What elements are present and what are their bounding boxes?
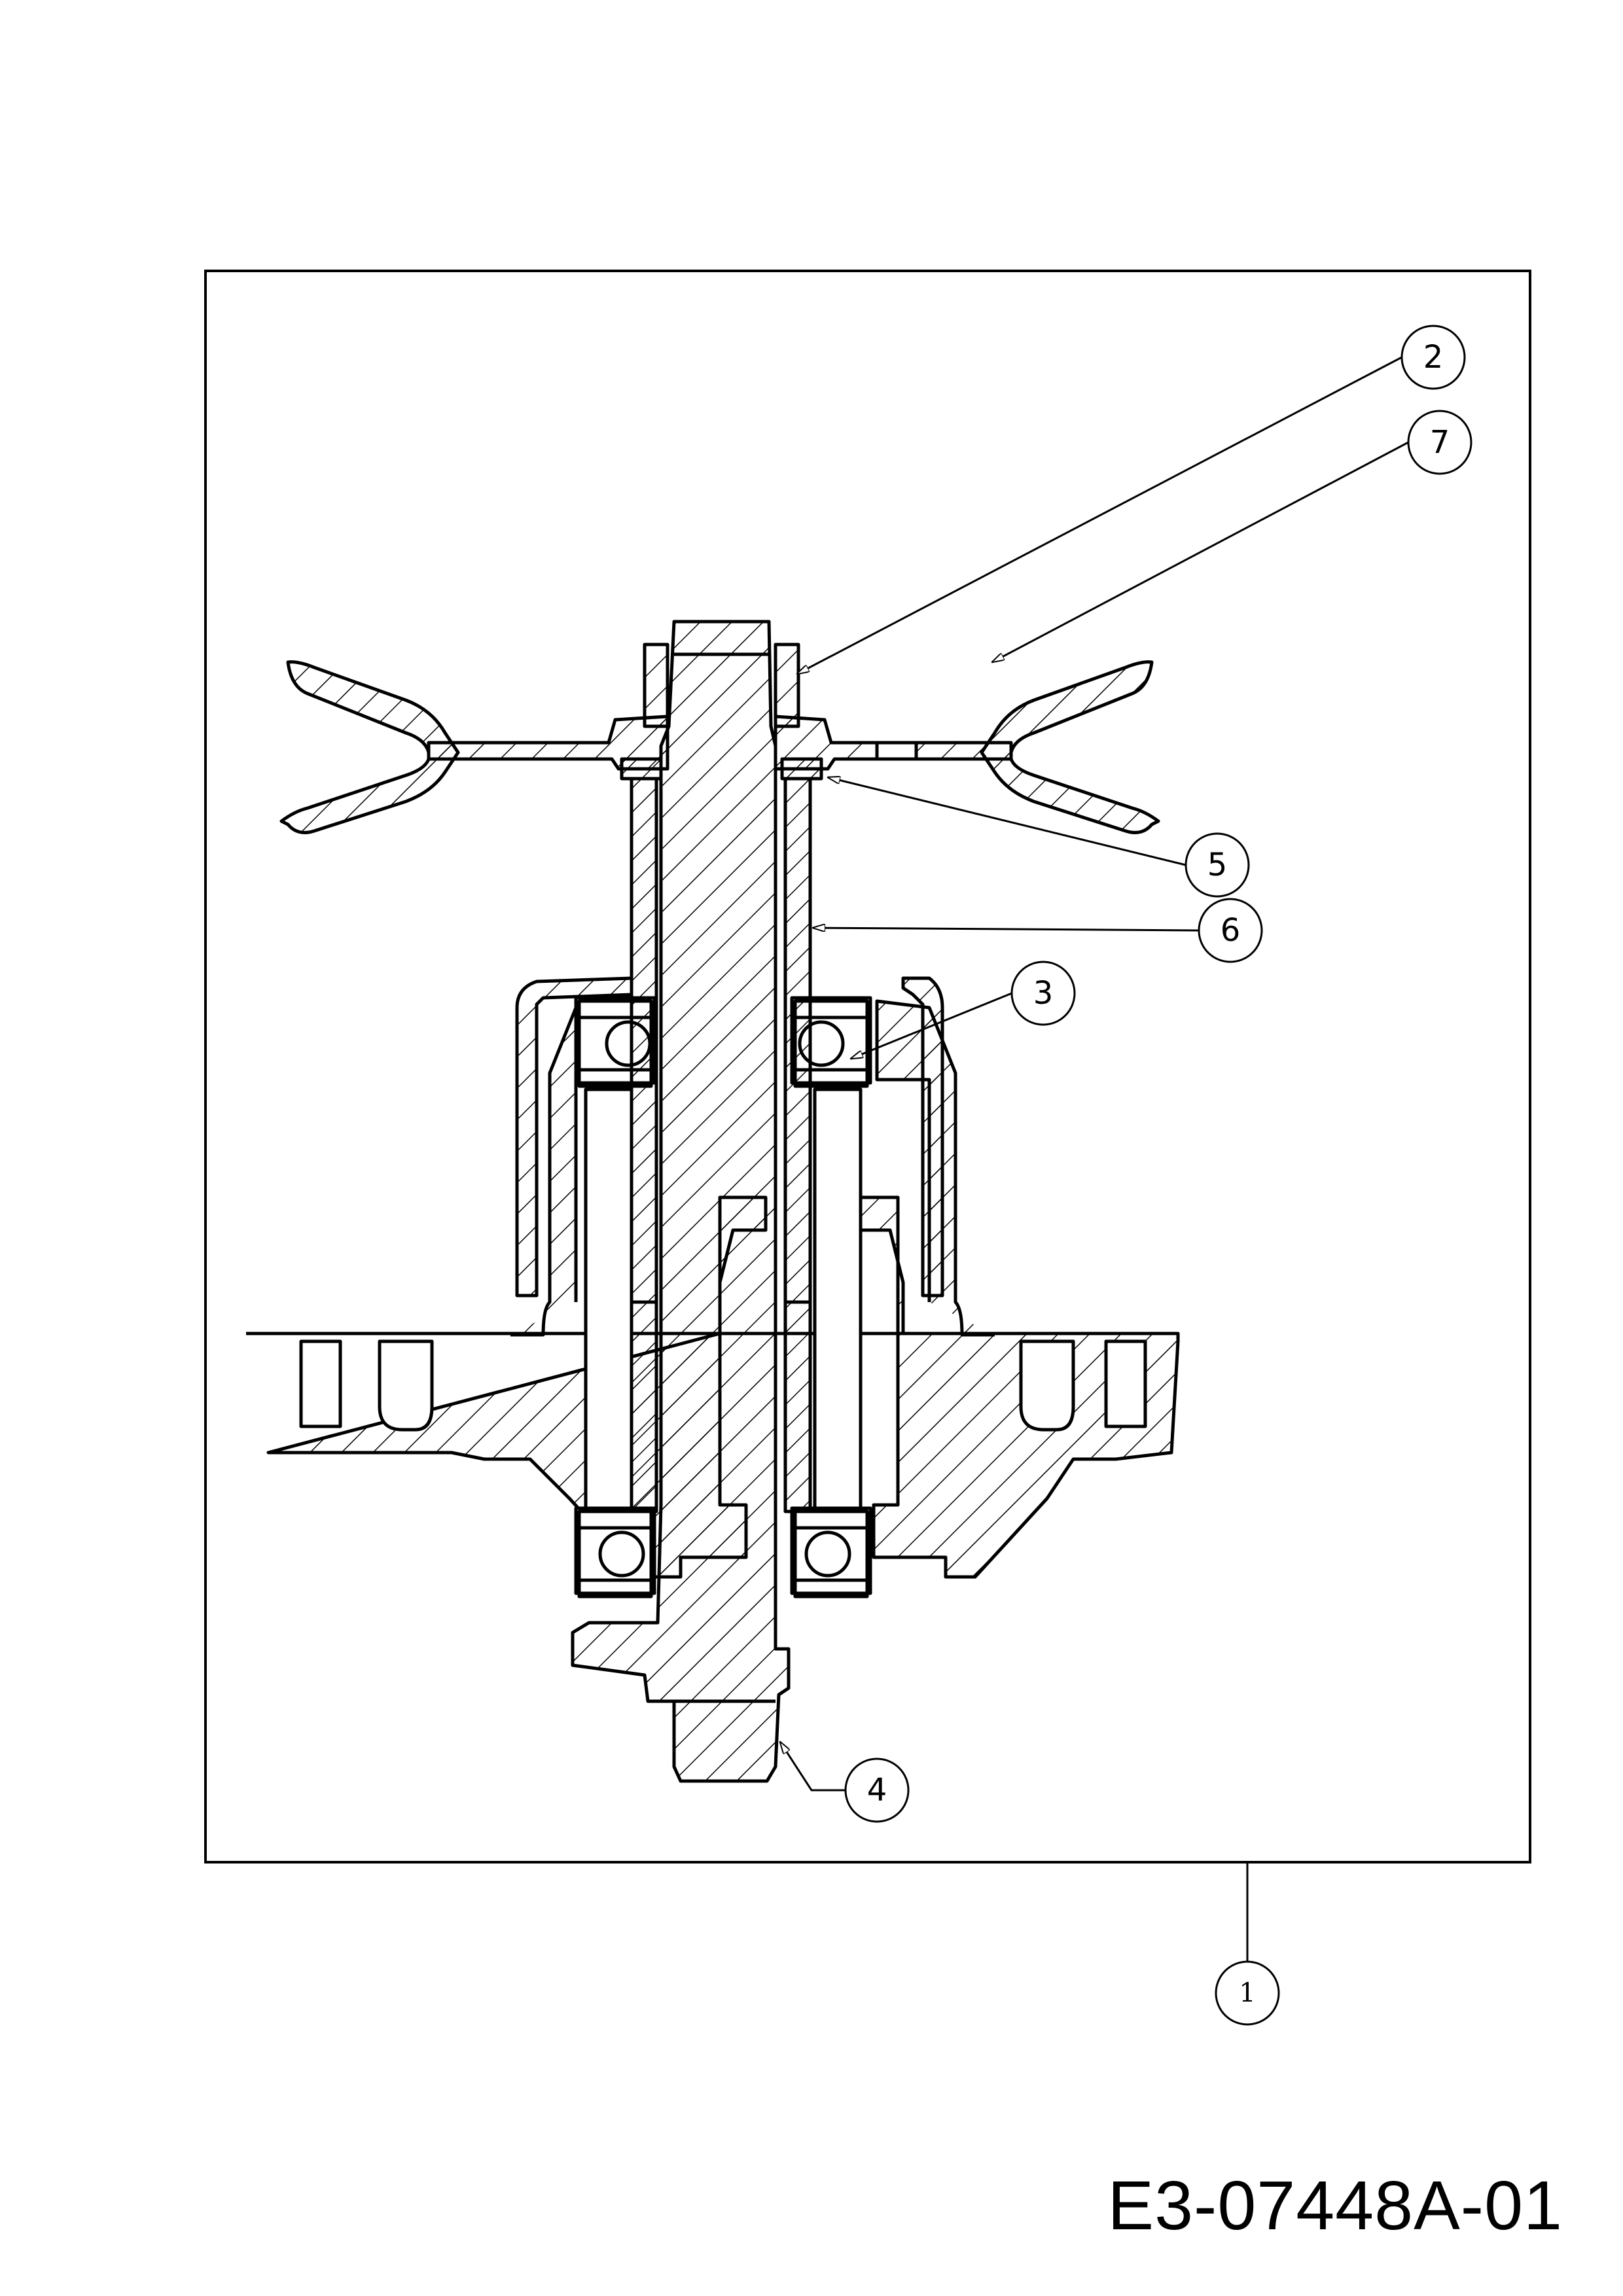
pulley-web xyxy=(427,715,1013,771)
dust-cover-right xyxy=(901,976,944,1298)
callout-label-3: 3 xyxy=(1033,975,1054,1012)
callout-4[interactable]: 4 xyxy=(844,1757,910,1823)
leader-2 xyxy=(797,356,1402,674)
spacer-tube-right xyxy=(783,777,812,1513)
flange-pocket-left xyxy=(299,1339,342,1428)
callout-label-2: 2 xyxy=(1423,339,1444,376)
callout-5[interactable]: 5 xyxy=(1185,832,1250,898)
leader-4 xyxy=(780,1742,846,1792)
flange-pocket-left-inner xyxy=(378,1339,434,1432)
leader-lines xyxy=(780,356,1409,1963)
spacer-tube-left xyxy=(630,777,658,1513)
spacer-sleeve-gap-left xyxy=(584,1087,633,1510)
flange-pocket-right-inner xyxy=(1019,1339,1075,1432)
callout-1[interactable]: 1 xyxy=(1215,1960,1280,2026)
spindle-cross-section xyxy=(246,620,1180,1783)
lower-bearing-right xyxy=(793,1510,869,1598)
assembly-frame xyxy=(204,270,1531,1863)
callout-label-4: 4 xyxy=(867,1772,887,1809)
v-belt-pulley-right xyxy=(980,660,1160,834)
flange-pocket-right xyxy=(1104,1339,1147,1428)
callout-7[interactable]: 7 xyxy=(1407,410,1472,475)
leader-3 xyxy=(851,992,1012,1059)
drawing-number: E3-07448A-01 xyxy=(1107,2167,1563,2244)
callout-label-6: 6 xyxy=(1221,912,1241,949)
callout-label-5: 5 xyxy=(1207,847,1228,883)
leader-7 xyxy=(992,441,1409,662)
spacer-sleeve-gap-right xyxy=(813,1087,863,1510)
leader-5 xyxy=(828,777,1186,866)
callout-6[interactable]: 6 xyxy=(1198,898,1263,963)
v-belt-pulley xyxy=(279,660,460,834)
dust-cover-left xyxy=(515,976,633,1298)
leader-6 xyxy=(813,928,1200,930)
washer xyxy=(620,757,663,781)
callout-2[interactable]: 2 xyxy=(1400,325,1466,390)
spindle-shaft xyxy=(571,620,791,1783)
callout-label-1: 1 xyxy=(1239,1978,1255,2008)
lower-bearing-left xyxy=(577,1510,653,1598)
callout-label-7: 7 xyxy=(1430,424,1450,461)
callout-3[interactable]: 3 xyxy=(1010,961,1076,1026)
